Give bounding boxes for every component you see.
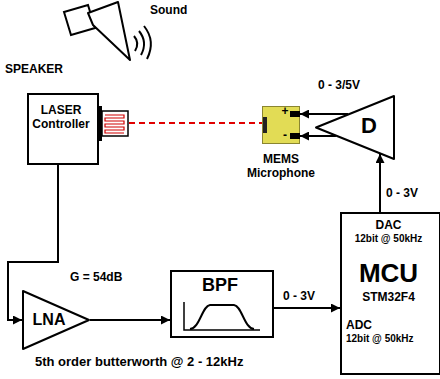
- signal-wire: [90, 319, 170, 321]
- bpf-box: BPF: [170, 270, 274, 338]
- sound-wave: [144, 26, 151, 59]
- driver-amplifier: D: [315, 95, 395, 160]
- signal-wire: [300, 135, 336, 137]
- signal-wire: [300, 113, 348, 115]
- microphone-port: [263, 117, 267, 133]
- node-text: D: [351, 113, 387, 139]
- node-text: -: [280, 128, 290, 142]
- node-text: 12bit @ 50kHz: [342, 233, 435, 245]
- terminal-pad: [290, 111, 300, 117]
- bandpass-icon: [184, 302, 260, 330]
- filter-caption: 5th order butterworth @ 2 - 12kHz: [35, 354, 243, 370]
- sound-label: Sound: [150, 3, 187, 17]
- node-text: LNA: [24, 310, 74, 329]
- laser-diode: [102, 111, 128, 136]
- speaker-label: SPEAKER: [5, 62, 63, 76]
- mems-microphone-outline: [262, 106, 300, 144]
- gain-label: G = 54dB: [70, 270, 122, 284]
- signal-wire: [379, 154, 381, 212]
- mems-microphone: +-MEMS Microphone: [262, 106, 300, 144]
- laser-controller-box: LASER Controller: [27, 93, 99, 165]
- node-text: LASER Controller: [29, 103, 93, 132]
- node-text: ADC: [346, 318, 432, 332]
- terminal-pad: [290, 133, 300, 139]
- driver-amplifier-outline: [315, 95, 395, 160]
- laser-coil: [105, 115, 124, 133]
- filter-axes: [184, 302, 260, 330]
- sound-wave: [134, 36, 137, 51]
- speaker-cone: [88, 2, 130, 60]
- amplifier-triangle: [23, 291, 89, 349]
- signal-range-label: 0 - 3V: [386, 186, 418, 200]
- amplifier-triangle: [316, 96, 394, 159]
- node-text: BPF: [172, 275, 268, 297]
- speaker-icon: [64, 2, 130, 60]
- sound-wave: [139, 31, 144, 55]
- lna-amplifier: LNA: [22, 290, 90, 350]
- signal-wire: [274, 307, 340, 309]
- signal-range-label: 0 - 3/5V: [318, 78, 360, 92]
- node-text: MCU: [342, 258, 435, 289]
- signal-range-label: 0 - 3V: [283, 289, 315, 303]
- laser-aperture: [95, 106, 128, 141]
- mcu-box: DAC12bit @ 50kHzMCUSTM32F4ADC12bit @ 50k…: [340, 212, 440, 375]
- sound-waves: [134, 26, 151, 59]
- node-text: MEMS Microphone: [241, 152, 321, 181]
- filter-response: [190, 305, 254, 329]
- node-text: 12bit @ 50kHz: [346, 333, 432, 345]
- node-text: +: [280, 104, 290, 118]
- node-text: STM32F4: [342, 290, 435, 304]
- node-text: DAC: [342, 218, 435, 232]
- microphone-body: [263, 107, 300, 144]
